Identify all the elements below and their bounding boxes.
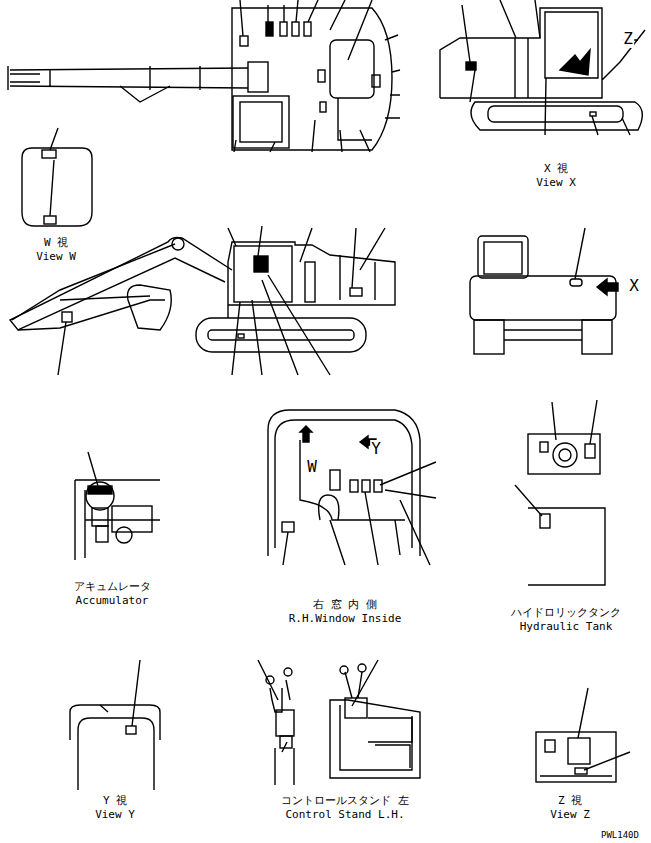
view-caption: Y 視: [102, 794, 128, 807]
view-caption: View X: [535, 176, 577, 189]
arrow-letter: Z: [622, 30, 634, 48]
part-caption: アキュムレータ: [73, 580, 152, 593]
arrow-letter: W: [306, 458, 318, 476]
part-caption: ハイドロリックタンク: [510, 606, 622, 619]
view-caption: W 視: [43, 236, 69, 249]
part-caption: コントロールスタンド 左: [280, 794, 410, 807]
view-caption: View W: [35, 250, 77, 263]
view-caption: View Y: [94, 808, 136, 821]
part-caption: Hydraulic Tank: [519, 620, 614, 633]
part-caption: Control Stand L.H.: [284, 808, 405, 821]
part-caption: R.H.Window Inside: [288, 612, 403, 625]
part-caption: 右 窓 内 側: [312, 598, 378, 611]
arrow-letter: X: [628, 277, 640, 295]
part-caption: Accumulator: [75, 594, 150, 607]
view-caption: Z 視: [557, 794, 583, 807]
view-caption: X 視: [543, 162, 569, 175]
arrow-letter: Y: [370, 440, 382, 458]
view-caption: View Z: [549, 808, 591, 821]
drawing-number: PWL140D: [600, 830, 640, 841]
